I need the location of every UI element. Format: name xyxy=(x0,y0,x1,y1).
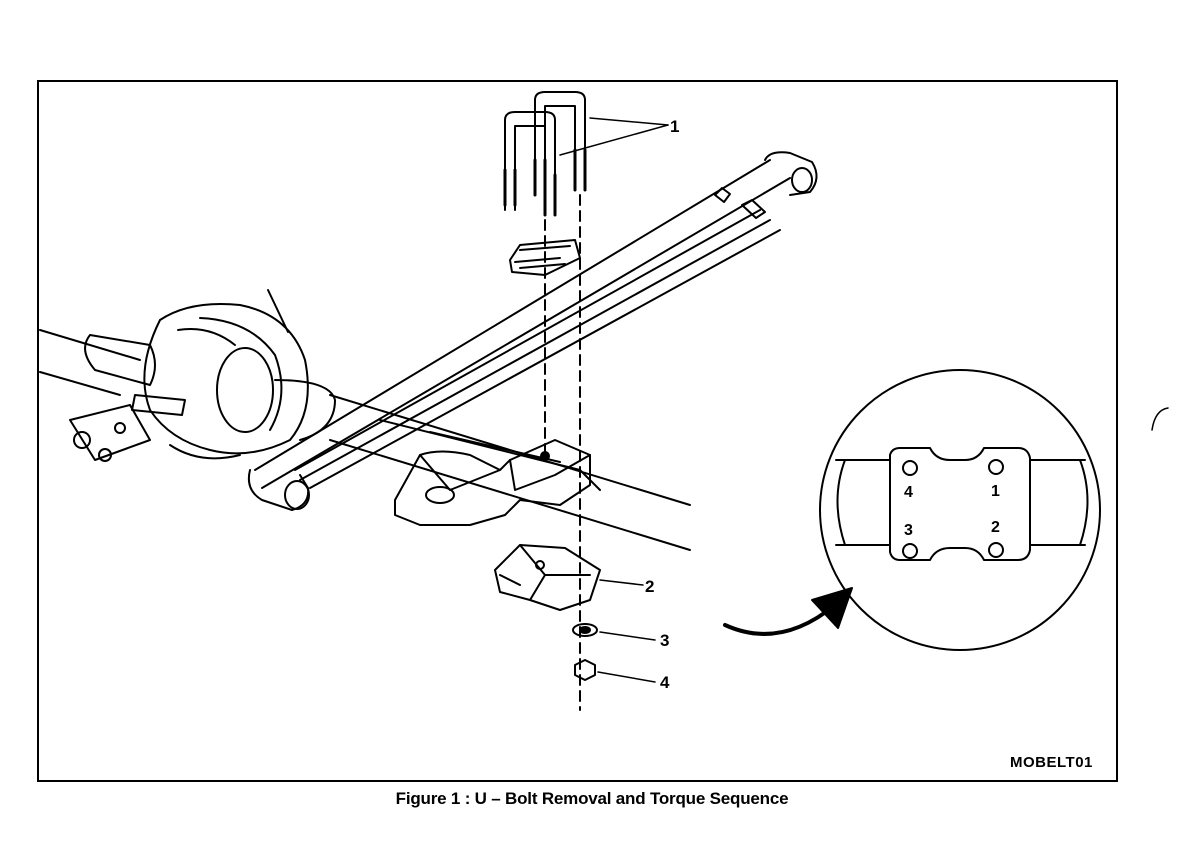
curved-arrow-icon xyxy=(723,587,853,636)
spring-seat xyxy=(394,439,591,526)
callout-4: 4 xyxy=(660,673,670,692)
alignment-lines xyxy=(544,194,581,711)
hole-label-3: 3 xyxy=(904,522,913,539)
leaf-spring xyxy=(247,151,818,511)
torque-sequence-detail xyxy=(819,369,1101,651)
anchor-plate xyxy=(494,544,601,611)
hole-label-1: 1 xyxy=(991,483,1000,500)
figure-frame xyxy=(37,80,1118,782)
nut xyxy=(574,659,596,681)
drawing-id: MOBELT01 xyxy=(1010,754,1093,771)
u-bolts xyxy=(503,91,587,217)
hole-label-4: 4 xyxy=(904,484,913,501)
edge-mark xyxy=(1151,407,1169,431)
callout-1: 1 xyxy=(670,117,679,136)
callout-2: 2 xyxy=(645,577,654,596)
washer xyxy=(572,623,598,637)
hole-label-2: 2 xyxy=(991,519,1000,536)
callout-3: 3 xyxy=(660,631,669,650)
callout-leaders xyxy=(559,117,669,683)
figure-caption: Figure 1 : U – Bolt Removal and Torque S… xyxy=(395,789,789,808)
axle-housing xyxy=(39,289,691,551)
